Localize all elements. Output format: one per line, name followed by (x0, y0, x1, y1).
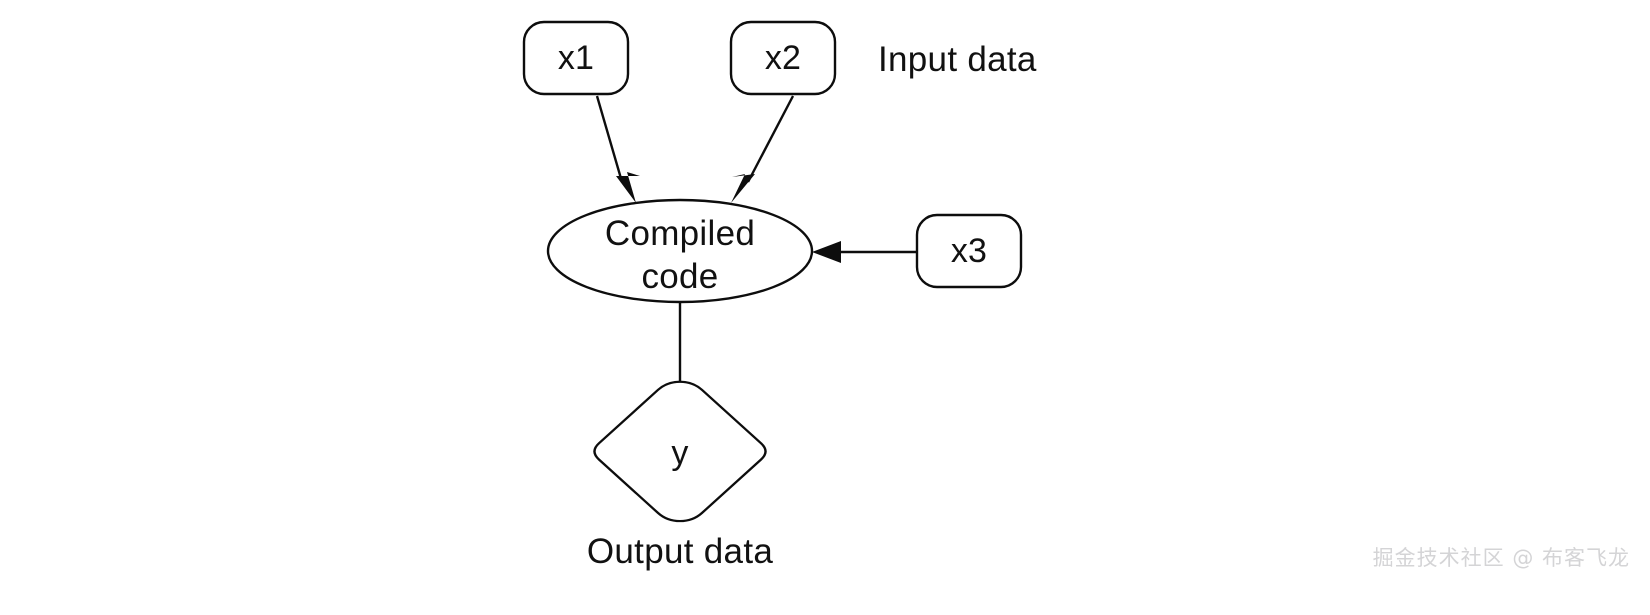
node-x1-label: x1 (558, 39, 594, 77)
node-x2-shape[interactable] (729, 20, 837, 96)
node-x1[interactable]: x1 (522, 20, 630, 96)
node-compiled-code-label-line2: code (641, 257, 718, 296)
node-compiled-code[interactable]: Compiled code (546, 198, 814, 304)
caption-input-data: Input data (878, 40, 1037, 79)
node-compiled-code-shape[interactable] (546, 198, 814, 304)
node-x2-label: x2 (765, 39, 801, 77)
node-y-shape[interactable] (593, 380, 767, 523)
node-x1-shape[interactable] (522, 20, 630, 96)
node-x3-shape[interactable] (915, 213, 1023, 289)
edge-x1-arrowhead (616, 172, 640, 203)
node-y[interactable]: y (593, 380, 767, 523)
edge-x3-arrowhead (812, 241, 841, 263)
watermark-label: 掘金技术社区 @ 布客飞龙 (1373, 546, 1630, 570)
node-x3-label: x3 (951, 232, 987, 270)
edge-x2-arrowhead (731, 174, 755, 203)
node-x2[interactable]: x2 (729, 20, 837, 96)
edge-x2-line (746, 95, 795, 183)
caption-output-data: Output data (587, 532, 773, 571)
edge-x1-line (595, 95, 624, 183)
edge-x1-to-compiled-code (595, 95, 640, 203)
node-compiled-code-label-line1: Compiled (605, 214, 755, 253)
node-y-label: y (671, 434, 688, 472)
node-x3[interactable]: x3 (915, 213, 1023, 289)
edge-x2-to-compiled-code (731, 95, 795, 203)
